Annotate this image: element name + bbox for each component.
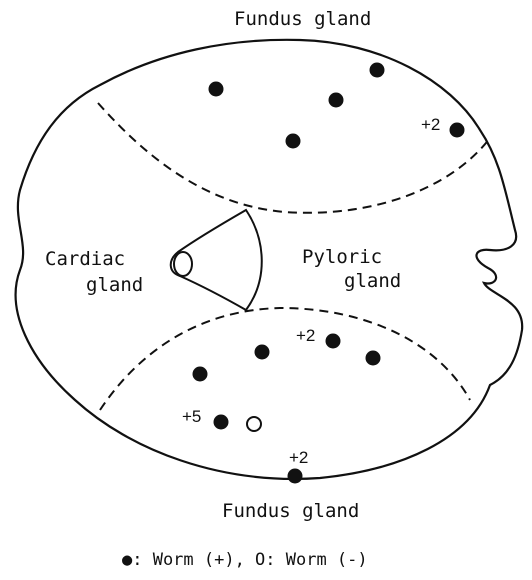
count-bottom-c: +2	[289, 448, 308, 467]
label-cardiac-1: Cardiac	[45, 248, 125, 270]
worm-positive-dot	[288, 469, 303, 484]
cardiac-opening-ring	[174, 252, 192, 276]
worm-negative-circle	[247, 417, 261, 431]
worm-positive-dot	[326, 334, 341, 349]
label-fundus-bottom: Fundus gland	[222, 500, 359, 522]
lower-fundus-boundary	[100, 308, 470, 410]
label-fundus-top: Fundus gland	[234, 8, 371, 30]
worm-positive-dot	[255, 345, 270, 360]
label-pyloric-1: Pyloric	[302, 246, 382, 268]
worm-positive-dot	[450, 123, 465, 138]
count-bottom-a: +2	[296, 326, 315, 345]
worm-positive-dot	[214, 415, 229, 430]
label-cardiac-2: gland	[86, 274, 143, 296]
worm-positive-dot	[366, 351, 381, 366]
worm-positive-dot	[209, 82, 224, 97]
cardiac-opening	[171, 210, 262, 310]
label-pyloric-2: gland	[344, 270, 401, 292]
worm-positive-dot	[370, 63, 385, 78]
count-bottom-b: +5	[182, 407, 201, 426]
worm-positive-dot	[286, 134, 301, 149]
worm-positive-dot	[329, 93, 344, 108]
legend: ●: Worm (+), O: Worm (-)	[122, 550, 368, 570]
count-top-right: +2	[421, 115, 440, 134]
worm-positive-dot	[193, 367, 208, 382]
